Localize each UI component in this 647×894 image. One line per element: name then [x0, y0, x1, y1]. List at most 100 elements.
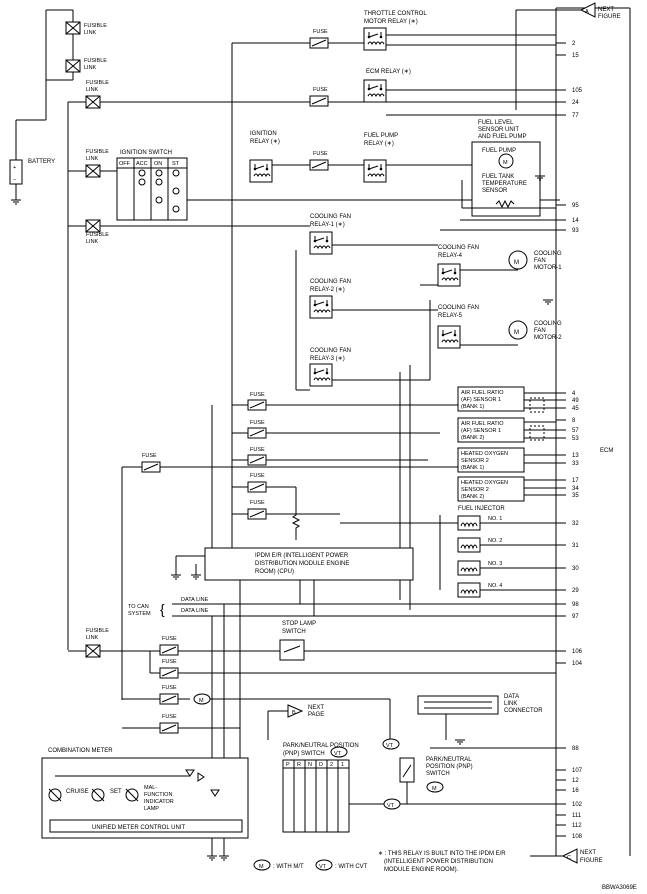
ecm-pin-16: 16 [572, 788, 579, 794]
data-link-connector: DATA LINK CONNECTOR [417, 694, 556, 749]
svg-text:FUNCTION: FUNCTION [144, 792, 172, 798]
svg-text:M: M [199, 698, 204, 704]
ecm-pin-107: 107 [572, 768, 583, 774]
svg-text:UNIFIED METER CONTROL UNIT: UNIFIED METER CONTROL UNIT [92, 825, 185, 831]
svg-text:SENSOR UNIT: SENSOR UNIT [478, 127, 519, 133]
fuel-pump-relay: FUEL PUMP RELAY (∗) [363, 133, 398, 183]
svg-text:SWITCH: SWITCH [282, 629, 306, 635]
svg-text:MOTOR-1: MOTOR-1 [534, 265, 562, 271]
ecm-pin-93: 93 [572, 228, 579, 234]
svg-text:FUSE: FUSE [313, 29, 328, 35]
ecm-pin-57: 57 [572, 428, 579, 434]
ignition-relay: IGNITION RELAY (∗) [249, 131, 280, 183]
ecm-pin-104: 104 [572, 661, 583, 667]
svg-text:FUEL LEVEL: FUEL LEVEL [478, 120, 514, 126]
svg-text:IGNITION SWITCH: IGNITION SWITCH [120, 150, 172, 156]
ecm-pin-14: 14 [572, 218, 579, 224]
svg-text:ON: ON [154, 161, 162, 167]
svg-text:LINK: LINK [86, 635, 99, 641]
af-sensor-bank-1: AIR FUEL RATIO (AF) SENSOR 1 (BANK 1) [457, 386, 525, 412]
stop-lamp-switch: STOP LAMP SWITCH [279, 621, 316, 661]
data-line-label-2: DATA LINE [181, 608, 209, 614]
svg-text:(BANK 2): (BANK 2) [461, 494, 484, 500]
ecm-pin-88: 88 [572, 746, 579, 752]
svg-text:TEMPERATURE: TEMPERATURE [482, 181, 527, 187]
combination-meter: COMBINATION METER CRUISE SET MAL- FUNCTI… [41, 748, 249, 839]
ecm-pin-30: 30 [572, 566, 579, 572]
diagram-code: BBWA3069E [602, 885, 637, 891]
svg-text:VT: VT [386, 743, 394, 749]
ecm-pin-13: 13 [572, 453, 579, 459]
svg-text:FUSE: FUSE [250, 473, 265, 479]
svg-text:RELAY-3 (∗): RELAY-3 (∗) [310, 356, 345, 362]
footnote: ∗ : THIS RELAY IS BUILT INTO THE IPDM E/… [378, 851, 506, 873]
svg-text:FUSIBLE: FUSIBLE [86, 80, 109, 86]
svg-text:CRUISE: CRUISE [66, 789, 89, 795]
svg-text:ST: ST [172, 161, 180, 167]
svg-text:MAL-: MAL- [144, 785, 157, 791]
svg-text:ECM RELAY (∗): ECM RELAY (∗) [366, 69, 411, 75]
ecm-pin-102: 102 [572, 802, 583, 808]
svg-text:FUSE: FUSE [250, 392, 265, 398]
cooling-fan-relay-5: COOLING FAN RELAY-5 [437, 305, 479, 349]
fuel-injector-label: FUEL INJECTOR [458, 506, 505, 512]
ecm-pin-35: 35 [572, 493, 579, 499]
svg-text:FIGURE: FIGURE [580, 858, 603, 864]
svg-text:NEXT: NEXT [308, 705, 324, 711]
svg-text:FUSE: FUSE [250, 447, 265, 453]
svg-text:M: M [514, 330, 519, 336]
svg-text:ROOM) (CPU): ROOM) (CPU) [255, 569, 294, 575]
ecm-pin-95: 95 [572, 203, 579, 209]
svg-text:FUSIBLE: FUSIBLE [86, 628, 109, 634]
ecm-pin-112: 112 [572, 823, 582, 829]
ecm-pin-24: 24 [572, 100, 579, 106]
svg-text:(PNP) SWITCH: (PNP) SWITCH [283, 751, 325, 757]
svg-text:CONNECTOR: CONNECTOR [504, 708, 543, 714]
ecm-pin-15: 15 [572, 53, 579, 59]
svg-text:VT: VT [319, 864, 327, 870]
ecm-pin-32: 32 [572, 521, 579, 527]
fuse-ho2s: FUSE [247, 447, 267, 466]
svg-text:RELAY (∗): RELAY (∗) [250, 139, 280, 145]
svg-text:PARK/NEUTRAL POSITION: PARK/NEUTRAL POSITION [283, 743, 359, 749]
svg-text:PARK/NEUTRAL: PARK/NEUTRAL [426, 757, 472, 763]
svg-text:FUSIBLE: FUSIBLE [84, 23, 107, 29]
to-can-system-label: TO CAN [128, 604, 149, 610]
data-line-label-1: DATA LINE [181, 597, 209, 603]
svg-text:FUEL PUMP: FUEL PUMP [482, 148, 516, 154]
svg-text:THROTTLE CONTROL: THROTTLE CONTROL [364, 11, 427, 17]
svg-text:COOLING FAN: COOLING FAN [438, 305, 479, 311]
svg-text:: WITH M/T: : WITH M/T [273, 864, 304, 870]
svg-text:FUSE: FUSE [313, 151, 328, 157]
svg-text:M: M [432, 786, 437, 792]
svg-text:NO. 1: NO. 1 [488, 516, 502, 522]
svg-text:M: M [259, 864, 264, 870]
svg-text:LINK: LINK [84, 30, 97, 36]
ecm-pin-33: 33 [572, 461, 579, 467]
svg-text:FUEL PUMP: FUEL PUMP [364, 133, 398, 139]
fuse-af-b2: FUSE [247, 420, 267, 439]
ho2s-bank-1: HEATED OXYGEN SENSOR 2 (BANK 1) [457, 447, 525, 473]
svg-text:COOLING FAN: COOLING FAN [310, 279, 351, 285]
fuse-lower-1: FUSE [159, 636, 179, 656]
svg-text:FUSIBLE: FUSIBLE [84, 58, 107, 64]
fuse-lower-2: FUSE [159, 659, 179, 679]
svg-text:FIGURE: FIGURE [598, 14, 621, 20]
ecm-pin-31: 31 [572, 543, 579, 549]
svg-text:POSITION (PNP): POSITION (PNP) [426, 764, 473, 770]
fuse-injector: FUSE [247, 473, 267, 493]
svg-text:RELAY-4: RELAY-4 [438, 253, 463, 259]
svg-text:RELAY (∗): RELAY (∗) [364, 141, 394, 147]
fuse-ipdm: FUSE [247, 500, 267, 520]
ho2s-bank-2: HEATED OXYGEN SENSOR 2 (BANK 2) [457, 476, 525, 502]
ecm-pin-98: 98 [572, 602, 579, 608]
svg-text:SENSOR 2: SENSOR 2 [461, 458, 489, 464]
ecm-pin-17: 17 [572, 478, 579, 484]
cooling-fan-relay-1: COOLING FAN RELAY-1 (∗) [309, 214, 351, 255]
svg-text:LINK: LINK [84, 65, 97, 71]
